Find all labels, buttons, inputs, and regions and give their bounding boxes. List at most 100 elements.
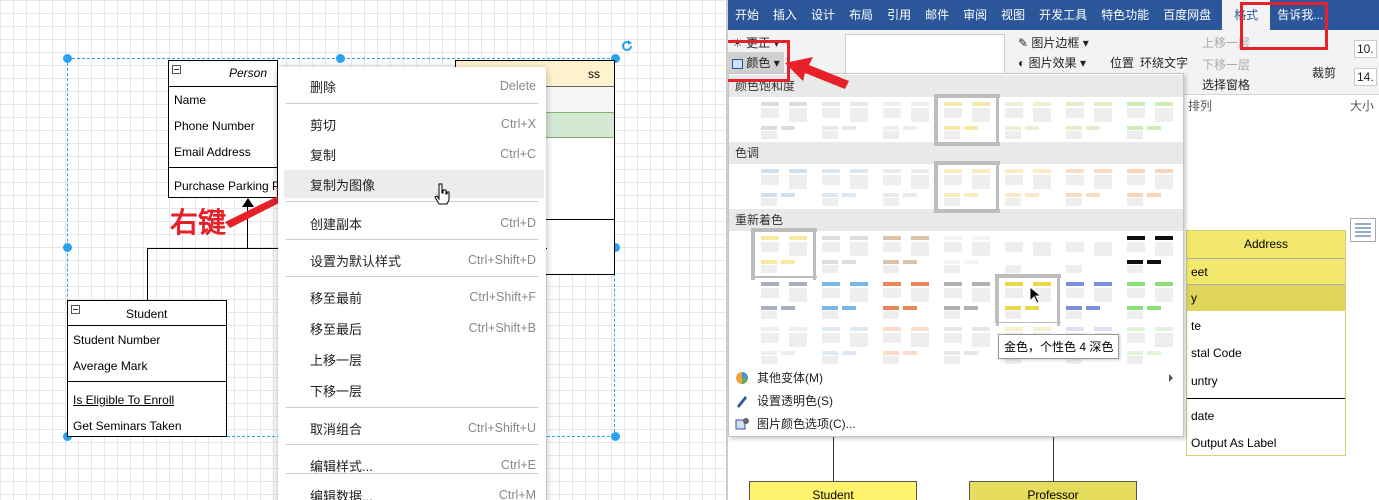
height-field[interactable]: 10. <box>1354 40 1377 58</box>
resize-handle[interactable] <box>336 54 345 63</box>
recolor-thumbnail[interactable] <box>877 323 935 367</box>
menu-item[interactable]: 编辑数据...Ctrl+M <box>284 481 544 500</box>
resize-handle[interactable] <box>63 54 72 63</box>
attribute: Email Address <box>174 145 251 159</box>
recolor-thumbnail[interactable] <box>999 165 1057 209</box>
menu-item[interactable]: 复制为图像 <box>284 170 544 198</box>
person-class[interactable]: Person Name Phone Number Email Address P… <box>168 60 280 198</box>
recolor-thumbnail[interactable] <box>755 165 813 209</box>
recolor-thumbnail[interactable] <box>934 161 1000 213</box>
recolor-thumbnail[interactable] <box>1121 323 1179 367</box>
tab[interactable]: 引用 <box>887 8 912 22</box>
recolor-thumbnail[interactable] <box>816 278 874 322</box>
more-variants-item[interactable]: 其他变体(M) <box>735 369 823 387</box>
recolor-thumbnail[interactable] <box>877 98 935 142</box>
tab[interactable]: 开始 <box>735 8 760 22</box>
tab[interactable]: 审阅 <box>963 8 988 22</box>
recolor-thumbnail[interactable] <box>816 232 874 276</box>
tab[interactable]: 告诉我... <box>1277 8 1324 22</box>
recolor-thumbnail[interactable] <box>1060 98 1118 142</box>
recolor-thumbnail[interactable] <box>751 228 817 280</box>
resize-handle[interactable] <box>63 243 72 252</box>
recolor-thumbnail[interactable] <box>1060 165 1118 209</box>
picture-effects-button[interactable]: ◐ 图片效果 ▾ <box>1018 56 1086 70</box>
recolor-thumbnail[interactable] <box>877 165 935 209</box>
resize-handle[interactable] <box>611 432 620 441</box>
tab[interactable]: 视图 <box>1001 8 1026 22</box>
student-class[interactable]: Student Student Number Average Mark Is E… <box>67 300 227 437</box>
recolor-thumbnail[interactable] <box>938 278 996 322</box>
recolor-thumbnail[interactable] <box>877 232 935 276</box>
tab[interactable]: 布局 <box>849 8 874 22</box>
recolor-thumbnail[interactable] <box>995 274 1061 326</box>
recolor-thumbnail[interactable] <box>816 165 874 209</box>
tab[interactable]: 百度网盘 <box>1163 8 1212 22</box>
recolor-thumbnail[interactable] <box>755 98 813 142</box>
tab[interactable]: 开发工具 <box>1039 8 1088 22</box>
crop-button[interactable]: 裁剪 <box>1312 66 1337 80</box>
recolor-thumbnail[interactable] <box>999 98 1057 142</box>
pen-icon <box>737 396 747 408</box>
recolor-thumbnail[interactable] <box>999 232 1057 276</box>
recolor-thumbnail[interactable] <box>938 323 996 367</box>
wrap-text-button[interactable]: 环绕文字 <box>1140 56 1189 70</box>
resize-handle[interactable] <box>611 243 620 252</box>
recolor-thumbnail[interactable] <box>1121 165 1179 209</box>
menu-item[interactable]: 上移一层 <box>284 345 544 373</box>
class-title-partial: ss <box>588 67 600 81</box>
color-button[interactable]: 颜色 ▾ <box>728 52 784 73</box>
menu-item-shortcut: Ctrl+E <box>500 458 536 472</box>
style-gallery[interactable] <box>845 34 1005 74</box>
method: Is Eligible To Enroll <box>73 393 175 407</box>
highlight-box <box>1240 2 1328 50</box>
picture-border-button[interactable]: ✎ 图片边框 ▾ <box>1018 36 1089 50</box>
tab[interactable]: 邮件 <box>925 8 950 22</box>
position-button[interactable]: 位置 <box>1110 56 1135 70</box>
width-field[interactable]: 14. <box>1354 68 1377 86</box>
layout-options-icon[interactable] <box>1350 218 1376 242</box>
drawio-canvas[interactable]: Person Name Phone Number Email Address P… <box>0 0 726 500</box>
recolor-thumbnail[interactable] <box>755 278 813 322</box>
tab[interactable]: 插入 <box>773 8 798 22</box>
resize-handle[interactable] <box>611 54 620 63</box>
recolor-thumbnail[interactable] <box>934 94 1000 146</box>
recolor-thumbnail[interactable] <box>1121 232 1179 276</box>
recolor-thumbnail[interactable] <box>938 232 996 276</box>
menu-item[interactable]: 下移一层 <box>284 376 544 404</box>
set-transparent-item[interactable]: 设置透明色(S) <box>735 392 833 410</box>
recolor-thumbnail[interactable] <box>816 323 874 367</box>
recolor-thumbnail[interactable] <box>1060 278 1118 322</box>
tab[interactable]: 特色功能 <box>1101 8 1150 22</box>
send-backward-button[interactable]: 下移一层 <box>1202 58 1251 72</box>
rotate-icon[interactable] <box>620 39 634 53</box>
table-row: te <box>1191 319 1202 333</box>
recolor-thumbnail[interactable] <box>1060 232 1118 276</box>
menu-item[interactable]: 编辑样式...Ctrl+E <box>284 451 544 479</box>
selection-pane-button[interactable]: 选择窗格 <box>1202 78 1251 92</box>
bring-forward-button[interactable]: 上移一层 <box>1202 36 1251 50</box>
palette-icon <box>736 372 748 384</box>
collapse-icon[interactable] <box>71 305 80 314</box>
recolor-thumbnail[interactable] <box>1121 278 1179 322</box>
recolor-thumbnail[interactable] <box>1121 98 1179 142</box>
correct-button[interactable]: ☀ 更正 ▾ <box>732 36 780 50</box>
recolor-thumbnail[interactable] <box>816 98 874 142</box>
color-options-item[interactable]: 图片颜色选项(C)... <box>735 415 856 433</box>
collapse-icon[interactable] <box>172 65 181 74</box>
section-recolor: 重新着色 <box>729 209 1183 231</box>
menu-item-shortcut: Ctrl+M <box>498 488 536 500</box>
tooltip: 金色，个性色 4 深色 <box>998 334 1120 359</box>
recolor-thumbnail[interactable] <box>755 323 813 367</box>
tab[interactable]: 设计 <box>811 8 836 22</box>
class-title: Student <box>126 307 168 321</box>
arrow-cursor-icon <box>1029 286 1041 304</box>
recolor-thumbnail[interactable] <box>877 278 935 322</box>
